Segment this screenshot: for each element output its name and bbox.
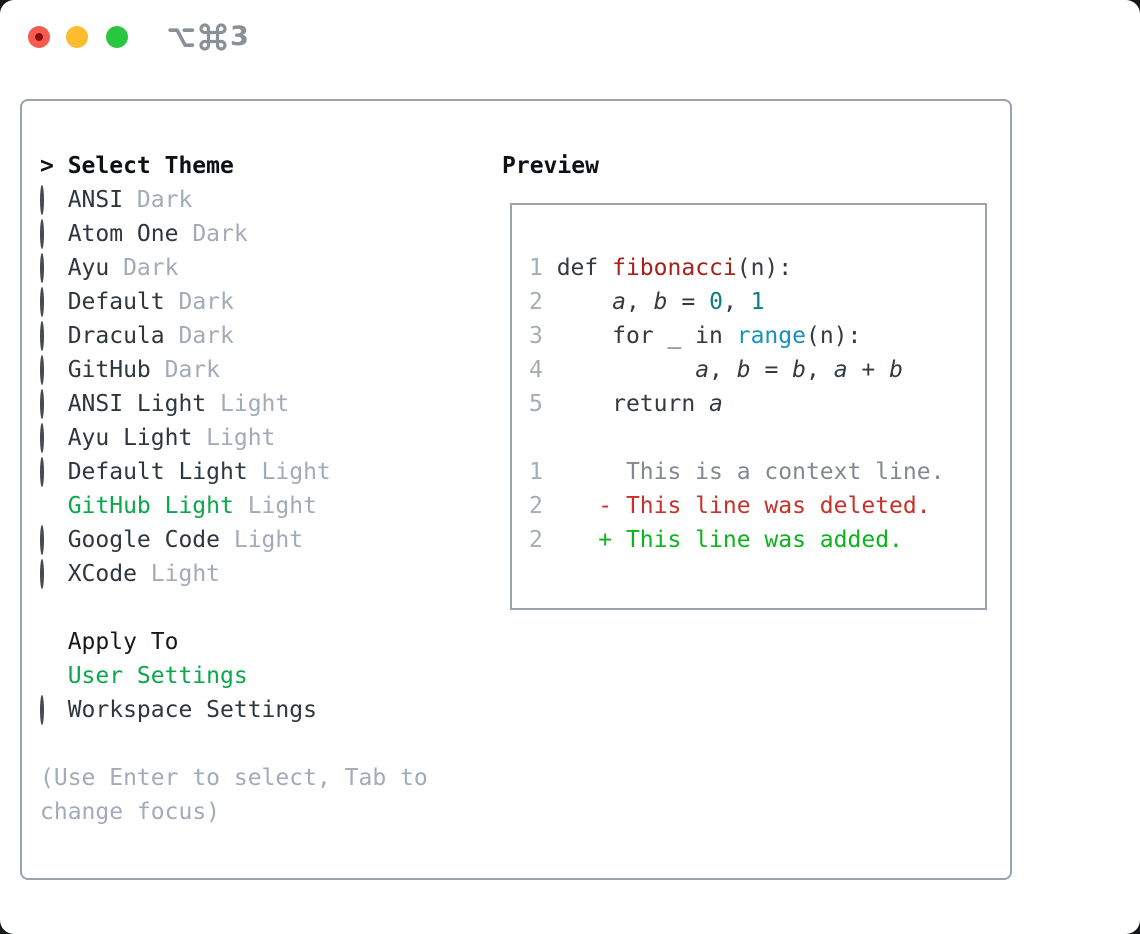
code-line: 4 a, b = b, a + b	[529, 357, 903, 383]
apply-option-user-settings[interactable]: User Settings	[67, 663, 248, 689]
window-title: 3	[166, 20, 249, 54]
apply-to-header: Apply To	[40, 625, 490, 659]
diff-deleted-line: 2 - This line was deleted.	[529, 493, 931, 519]
radio-icon	[40, 287, 44, 317]
window-title-digit: 3	[230, 21, 249, 52]
zoom-button[interactable]	[106, 26, 128, 48]
diff-added-line: 2 + This line was added.	[529, 527, 903, 553]
code-line: 1 def fibonacci(n):	[529, 255, 793, 281]
preview-pane: 1 def fibonacci(n): 2 a, b = 0, 1 3 for …	[510, 203, 987, 610]
close-button[interactable]	[28, 26, 50, 48]
option-key-icon	[166, 22, 196, 52]
code-line	[529, 421, 944, 455]
select-theme-header: > Select Theme	[40, 149, 490, 183]
code-line: 2 a, b = 0, 1	[529, 289, 765, 315]
radio-icon	[40, 321, 44, 351]
radio-icon	[40, 559, 44, 589]
radio-icon	[40, 219, 44, 249]
radio-icon	[40, 457, 44, 487]
radio-icon	[40, 185, 44, 215]
minimize-button[interactable]	[66, 26, 88, 48]
command-key-icon	[198, 22, 228, 52]
preview-header: Preview	[502, 153, 599, 179]
caret-icon: >	[40, 153, 54, 179]
hint-text-line1: (Use Enter to select, Tab to	[40, 765, 428, 791]
apply-option-workspace-settings[interactable]: Workspace Settings	[40, 693, 490, 727]
radio-icon	[40, 423, 44, 453]
apply-to-header-label: Apply To	[67, 629, 179, 655]
radio-icon	[40, 253, 44, 283]
diff-context-line: 1 This is a context line.	[529, 459, 945, 485]
select-theme-header-label: Select Theme	[67, 153, 234, 179]
spacer	[40, 727, 490, 761]
radio-icon	[40, 389, 44, 419]
radio-icon	[40, 525, 44, 555]
code-line: 5 return a	[529, 391, 723, 417]
code-preview: 1 def fibonacci(n): 2 a, b = 0, 1 3 for …	[529, 251, 944, 557]
spacer	[40, 591, 490, 625]
radio-icon	[40, 355, 44, 385]
radio-icon	[40, 695, 44, 725]
code-line: 3 for _ in range(n):	[529, 323, 862, 349]
hint-text-line2: change focus)	[40, 799, 221, 825]
